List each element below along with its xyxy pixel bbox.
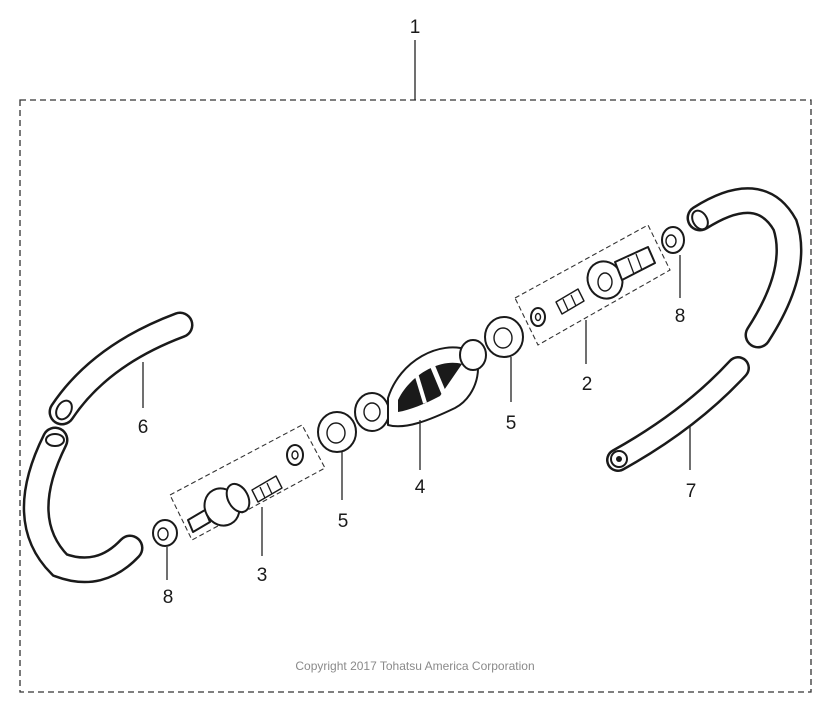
hose-7 <box>606 356 750 472</box>
copyright-notice: Copyright 2017 Tohatsu America Corporati… <box>295 659 534 673</box>
primer-bulb-4 <box>354 339 487 432</box>
callout-2: 2 <box>582 374 593 395</box>
callout-5-left: 5 <box>338 511 349 532</box>
hose-7-upper <box>686 187 803 349</box>
clamp-8-right <box>661 226 685 254</box>
callout-1: 1 <box>410 17 421 38</box>
connector-2 <box>530 246 656 327</box>
clamp-5-left <box>317 411 357 453</box>
callout-8-left: 8 <box>163 587 174 608</box>
callout-3: 3 <box>257 565 268 586</box>
connector-2-frame <box>514 224 671 346</box>
callout-7: 7 <box>686 481 697 502</box>
clamp-8-left <box>152 519 178 547</box>
hose-6-lower <box>22 426 144 584</box>
hose-6 <box>48 311 194 426</box>
callout-6: 6 <box>138 417 149 438</box>
callout-8-right: 8 <box>675 306 686 327</box>
callout-4: 4 <box>415 477 426 498</box>
callout-5-right: 5 <box>506 413 517 434</box>
connector-3 <box>187 444 304 533</box>
clamp-5-right <box>484 316 524 358</box>
connector-3-frame <box>169 424 326 541</box>
